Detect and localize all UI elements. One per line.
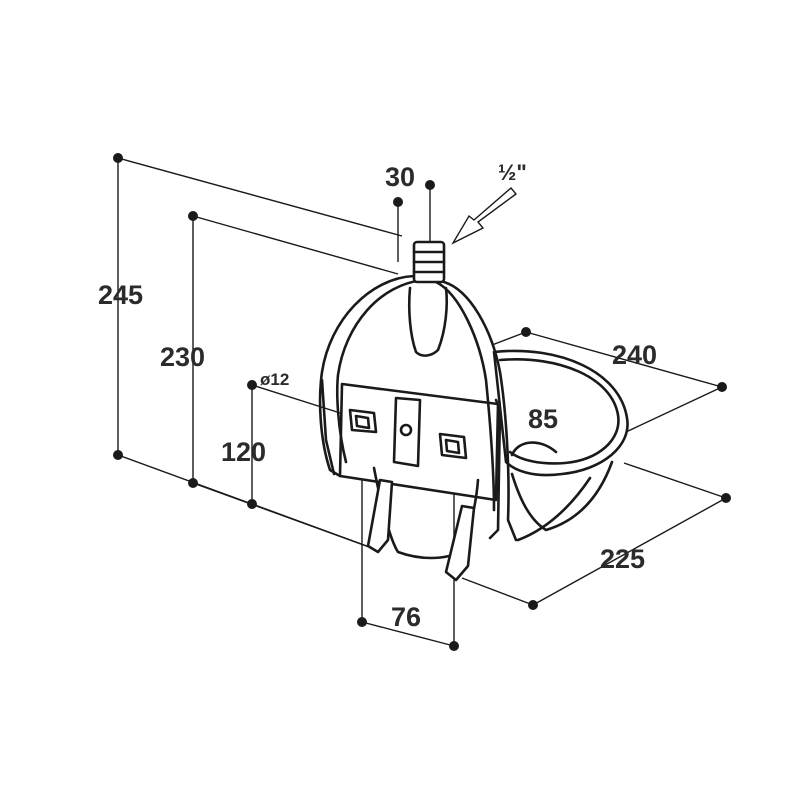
- thread-arrow: [451, 187, 518, 245]
- dimension-body-height: [188, 211, 399, 549]
- label-bolt-hole-diameter: ø12: [260, 370, 289, 389]
- support-legs: [320, 378, 502, 582]
- label-bolt-spacing: 76: [391, 602, 421, 632]
- dimension-overall-height: [113, 153, 403, 549]
- dimension-labels: 245 230 30 ½" 240 85 ø12 120 76 225: [98, 160, 657, 632]
- mounting-slot-left: [348, 408, 378, 434]
- back-bracket: [338, 382, 500, 502]
- label-fitting-width: 30: [385, 162, 415, 192]
- label-bowl-width: 225: [600, 544, 645, 574]
- label-overall-height: 245: [98, 280, 143, 310]
- dimension-bowl-length: [491, 327, 727, 433]
- mounting-slot-right: [438, 432, 468, 460]
- label-bowl-length: 240: [612, 340, 657, 370]
- dimension-bowl-width: [461, 462, 731, 610]
- water-bowl-body: [318, 240, 629, 582]
- dimension-bolt-height: [247, 380, 373, 549]
- label-bolt-height: 120: [221, 437, 266, 467]
- dimension-fitting-width: [393, 180, 435, 262]
- threaded-fitting: [412, 240, 446, 284]
- label-thread-size: ½": [498, 160, 527, 185]
- bowl: [492, 349, 629, 542]
- label-body-height: 230: [160, 342, 205, 372]
- label-bowl-depth: 85: [528, 404, 558, 434]
